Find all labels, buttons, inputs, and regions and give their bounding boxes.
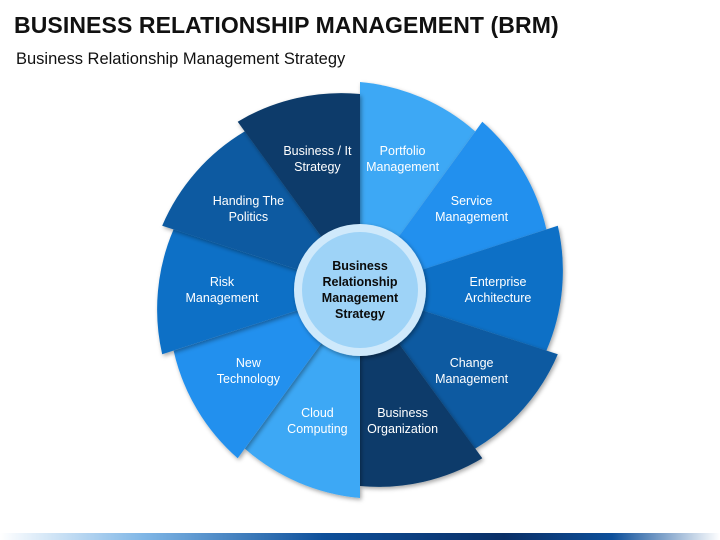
segment-label-line: Business bbox=[377, 406, 428, 420]
segment-label-line: Handing The bbox=[213, 194, 284, 208]
page-title: BUSINESS RELATIONSHIP MANAGEMENT (BRM) bbox=[14, 12, 559, 38]
segment-label-line: Organization bbox=[367, 422, 438, 436]
segment-label-line: Politics bbox=[229, 210, 269, 224]
center-hub-core bbox=[302, 232, 418, 348]
segment-label-line: Business / It bbox=[283, 144, 352, 158]
segment-shape-enterprise-architecture bbox=[407, 225, 563, 351]
segment-business-it-strategy: Business / It Strategy bbox=[237, 93, 360, 250]
segment-shape-change-management bbox=[389, 305, 558, 449]
segment-label-line: Technology bbox=[217, 372, 281, 386]
page-subtitle: Business Relationship Management Strateg… bbox=[16, 50, 346, 68]
segment-label-line: Service bbox=[451, 194, 493, 208]
center-hub-label-line: Management bbox=[322, 291, 399, 305]
segment-label-line: Management bbox=[186, 291, 259, 305]
segment-label-line: Strategy bbox=[294, 160, 341, 174]
segment-shape-business-it-strategy bbox=[237, 93, 360, 250]
segment-label-line: Management bbox=[435, 372, 508, 386]
segment-label-line: Architecture bbox=[465, 291, 532, 305]
segment-shape-service-management bbox=[389, 121, 547, 275]
segment-label-line: Portfolio bbox=[380, 144, 426, 158]
center-hub-label-line: Relationship bbox=[322, 275, 397, 289]
segment-label-line: Enterprise bbox=[470, 275, 527, 289]
segment-label-line: Computing bbox=[287, 422, 347, 436]
segment-label-business-it-strategy: Business / It Strategy bbox=[283, 144, 352, 174]
segment-shape-business-organization bbox=[360, 330, 483, 487]
footer-accent-bar bbox=[0, 533, 720, 540]
segment-shape-handing-the-politics bbox=[162, 131, 331, 275]
center-hub-label-line: Strategy bbox=[335, 307, 385, 321]
segment-label-line: Risk bbox=[210, 275, 235, 289]
segment-label-line: Change bbox=[450, 356, 494, 370]
center-hub-label-line: Business bbox=[332, 259, 388, 273]
segment-shape-risk-management bbox=[157, 229, 313, 355]
segment-shape-cloud-computing bbox=[244, 330, 360, 498]
segment-shape-new-technology bbox=[173, 305, 331, 459]
segment-label-line: New bbox=[236, 356, 262, 370]
segment-label-line: Management bbox=[366, 160, 439, 174]
segment-shape-portfolio-management bbox=[360, 82, 476, 250]
segment-label-line: Cloud bbox=[301, 406, 334, 420]
segment-label-line: Management bbox=[435, 210, 508, 224]
